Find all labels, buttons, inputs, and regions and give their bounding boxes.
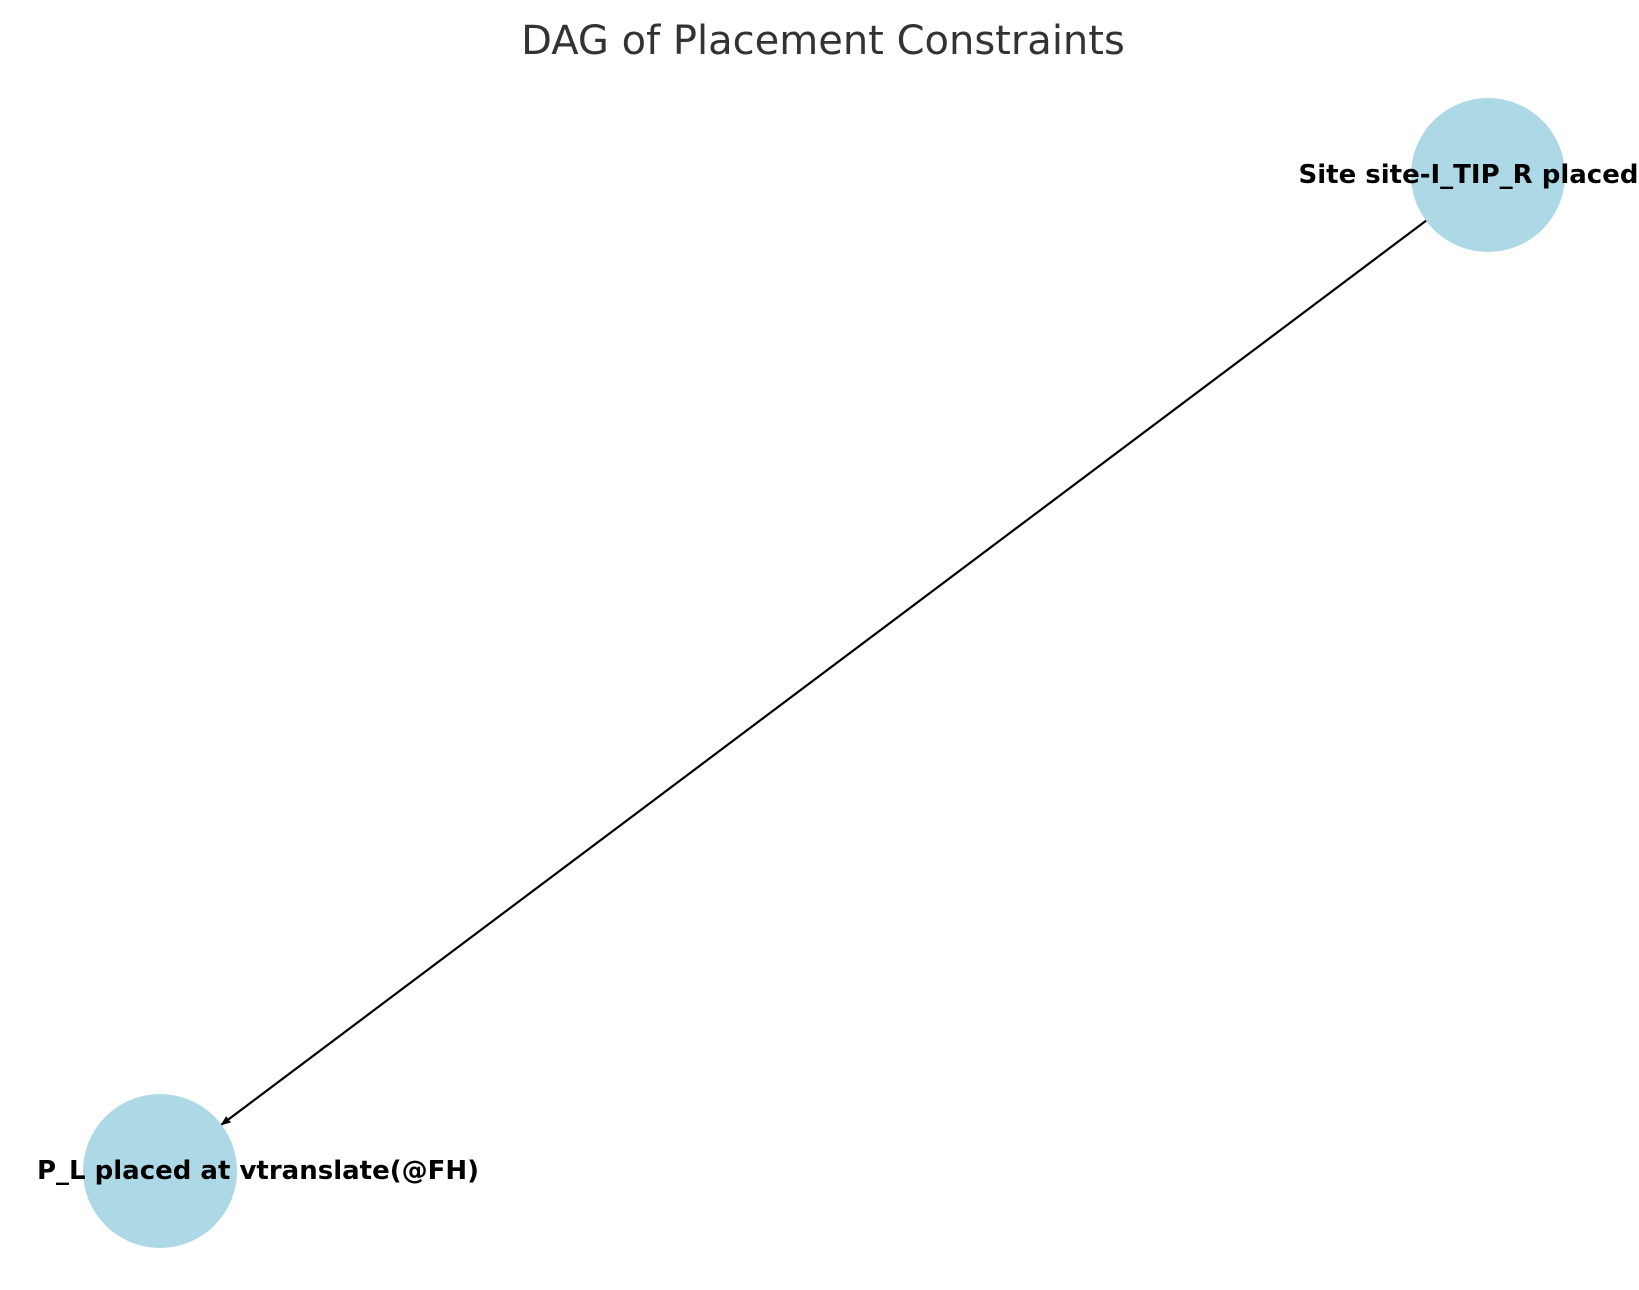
- node-pl-label: P_L placed at vtranslate(@FH): [37, 1156, 479, 1186]
- edge-site-to-pl: [220, 219, 1428, 1126]
- node-site-circle: [1411, 98, 1565, 252]
- diagram-title: DAG of Placement Constraints: [521, 18, 1125, 64]
- node-site: Site site-I_TIP_R placed at: [1299, 98, 1639, 252]
- node-pl-circle: [83, 1094, 237, 1248]
- node-site-label: Site site-I_TIP_R placed at: [1299, 160, 1639, 190]
- node-pl: P_L placed at vtranslate(@FH): [37, 1094, 479, 1248]
